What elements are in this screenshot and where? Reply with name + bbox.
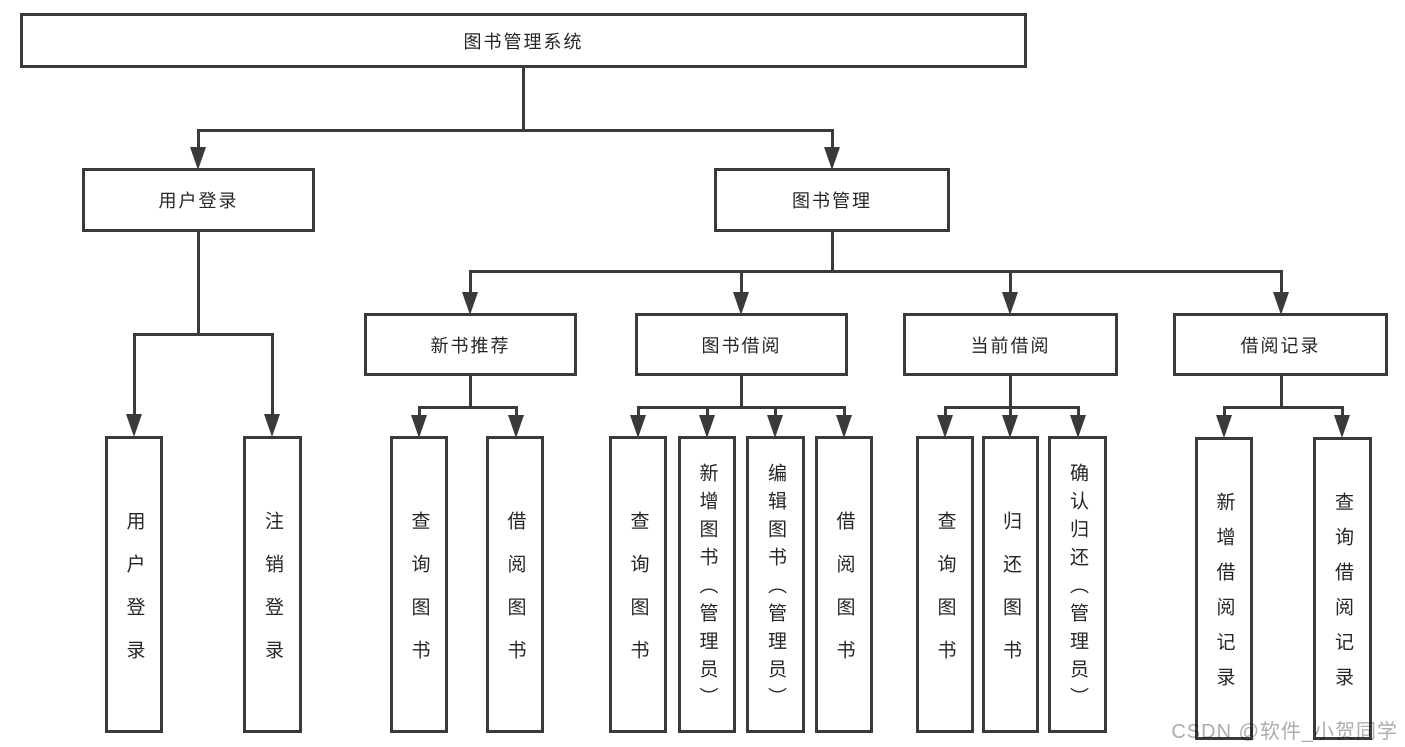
node-user-login: 用户登录: [82, 168, 315, 232]
arrow-down-icon: [1002, 292, 1018, 315]
arrow-down-icon: [767, 415, 783, 438]
connector-line: [133, 333, 274, 336]
connector-line: [515, 406, 518, 417]
arrow-down-icon: [733, 292, 749, 315]
connector-line: [944, 406, 947, 417]
leaf-borrow-books: 借阅图书: [815, 436, 873, 733]
node-label: 图书管理: [792, 191, 872, 211]
arrow-down-icon: [1273, 292, 1289, 315]
node-book-borrowing: 图书借阅: [635, 313, 848, 376]
connector-line: [1077, 406, 1080, 417]
leaf-borrow-books-recommend: 借阅图书: [486, 436, 544, 733]
arrow-down-icon: [462, 292, 478, 315]
leaf-add-books-admin: 新增图书（管理员）: [678, 436, 736, 733]
leaf-label: 用户登录: [123, 510, 145, 683]
connector-line: [1280, 376, 1283, 408]
connector-line: [740, 376, 743, 408]
leaf-label: 借阅图书: [504, 510, 526, 683]
leaf-label: 查询图书: [934, 510, 956, 683]
node-label: 用户登录: [158, 191, 239, 211]
leaf-label: 查询借阅记录: [1332, 491, 1353, 702]
arrow-down-icon: [1070, 415, 1086, 438]
leaf-query-borrow-record: 查询借阅记录: [1313, 437, 1372, 740]
node-label: 借阅记录: [1240, 335, 1321, 356]
node-label: 图书借阅: [701, 335, 782, 356]
arrow-down-icon: [508, 415, 524, 438]
leaf-query-books-recommend: 查询图书: [390, 436, 448, 733]
node-label: 当前借阅: [970, 335, 1051, 356]
connector-line: [469, 376, 472, 408]
leaf-label: 确认归还（管理员）: [1067, 463, 1088, 715]
leaf-add-borrow-record: 新增借阅记录: [1195, 437, 1253, 740]
arrow-down-icon: [1216, 415, 1232, 438]
node-book-management: 图书管理: [714, 168, 950, 232]
leaf-return-books: 归还图书: [982, 436, 1039, 733]
connector-line: [133, 333, 136, 415]
leaf-query-books-current: 查询图书: [916, 436, 974, 733]
connector-line: [1009, 376, 1012, 408]
arrow-down-icon: [824, 147, 840, 170]
connector-line: [197, 129, 834, 132]
leaf-label: 借阅图书: [833, 510, 855, 683]
connector-line: [831, 232, 834, 273]
arrow-down-icon: [126, 414, 142, 437]
arrow-down-icon: [1334, 415, 1350, 438]
connector-line: [740, 270, 743, 294]
connector-line: [831, 129, 834, 149]
arrow-down-icon: [264, 414, 280, 437]
connector-line: [1009, 270, 1012, 294]
connector-line: [637, 406, 846, 409]
connector-line: [197, 129, 200, 149]
connector-line: [1280, 270, 1283, 294]
connector-line: [1223, 406, 1344, 409]
leaf-query-books-borrowing: 查询图书: [609, 436, 667, 733]
connector-line: [843, 406, 846, 417]
connector-line: [469, 270, 1283, 273]
leaf-label: 查询图书: [627, 510, 649, 683]
csdn-watermark: CSDN @软件_小贺同学: [1171, 721, 1398, 743]
arrow-down-icon: [630, 415, 646, 438]
connector-line: [1341, 406, 1344, 417]
connector-line: [637, 406, 640, 417]
node-current-borrowing: 当前借阅: [903, 313, 1118, 376]
node-label: 图书管理系统: [463, 31, 584, 52]
connector-line: [418, 406, 421, 417]
leaf-label: 新增图书（管理员）: [696, 463, 718, 715]
arrow-down-icon: [411, 415, 427, 438]
arrow-down-icon: [190, 147, 206, 170]
connector-line: [469, 270, 472, 294]
connector-line: [706, 406, 709, 417]
leaf-label: 注销登录: [262, 510, 283, 683]
node-label: 新书推荐: [430, 335, 511, 356]
leaf-user-login: 用户登录: [105, 436, 163, 733]
arrow-down-icon: [1002, 415, 1018, 438]
connector-line: [1009, 406, 1012, 417]
leaf-label: 编辑图书（管理员）: [765, 463, 786, 715]
node-new-book-recommendation: 新书推荐: [364, 313, 577, 376]
connector-line: [418, 406, 518, 409]
leaf-confirm-return-admin: 确认归还（管理员）: [1048, 436, 1107, 733]
connector-line: [1223, 406, 1226, 417]
connector-line: [522, 68, 525, 132]
connector-line: [774, 406, 777, 417]
leaf-label: 查询图书: [408, 510, 430, 683]
connector-line: [271, 333, 274, 415]
arrow-down-icon: [937, 415, 953, 438]
node-library-system: 图书管理系统: [20, 13, 1027, 68]
arrow-down-icon: [836, 415, 852, 438]
connector-line: [944, 406, 1080, 409]
node-borrowing-records: 借阅记录: [1173, 313, 1388, 376]
leaf-logout: 注销登录: [243, 436, 302, 733]
connector-line: [197, 232, 200, 336]
leaf-edit-books-admin: 编辑图书（管理员）: [746, 436, 805, 733]
leaf-label: 归还图书: [1000, 510, 1021, 683]
arrow-down-icon: [699, 415, 715, 438]
leaf-label: 新增借阅记录: [1213, 491, 1235, 702]
